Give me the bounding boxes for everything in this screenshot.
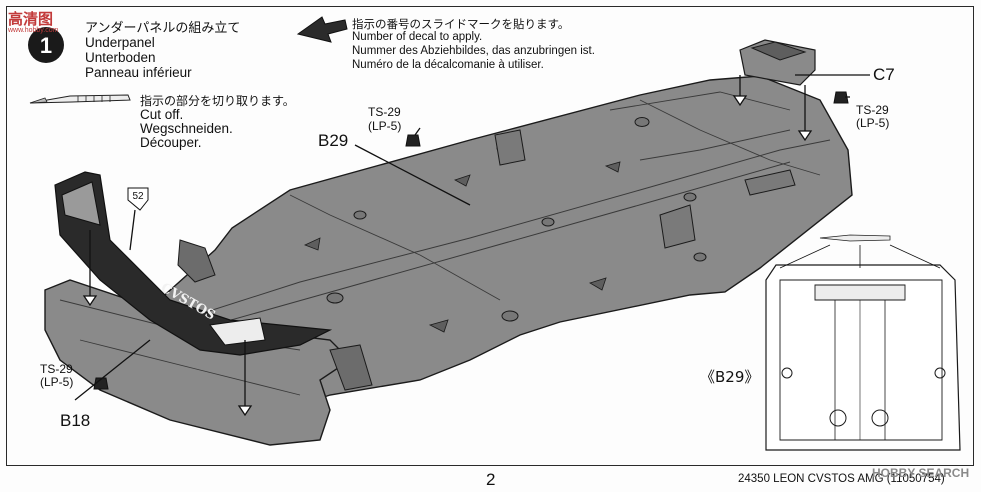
step-number: 1 (40, 33, 52, 58)
decal-note-jp: 指示の番号のスライドマークを貼ります。 (352, 17, 570, 31)
cut-note-jp: 指示の部分を切り取ります。 (140, 94, 295, 108)
label-b18: B18 (60, 411, 91, 430)
cut-note-de: Wegschneiden. (140, 121, 233, 136)
step-title-jp: アンダーパネルの組み立て (85, 21, 241, 36)
detail-view-b29 (765, 234, 961, 451)
decal-note-en: Number of decal to apply. (352, 31, 483, 43)
decal-arrow-icon (296, 16, 348, 43)
knife-icon (29, 94, 131, 104)
pin-icons (93, 91, 849, 390)
paint-ts29-b: TS-29 (856, 103, 889, 117)
watermark-top-left: 高清图 (8, 10, 54, 28)
cut-note-fr: Découper. (140, 135, 202, 150)
part-c7 (739, 39, 816, 86)
step-title-en: Underpanel (85, 35, 155, 50)
kit-info: 24350 LEON CVSTOS AMG (11050754) (738, 473, 945, 485)
paint-ts29-c: TS-29 (40, 362, 73, 376)
decal-number: 52 (132, 191, 144, 202)
paint-lp5-a: (LP-5) (368, 119, 402, 133)
step-title-de: Unterboden (85, 50, 156, 65)
label-b29: B29 (318, 131, 349, 150)
underpanel-b29 (118, 75, 853, 411)
cut-note-en: Cut off. (140, 107, 184, 122)
detail-label-b29: 《B29》 (700, 368, 760, 386)
assembly-arrows (74, 74, 870, 417)
step-title-fr: Panneau inférieur (85, 65, 192, 80)
page-number: 2 (486, 470, 496, 489)
decal-note-de: Nummer des Abziehbildes, das anzubringen… (352, 45, 595, 57)
paint-ts29-a: TS-29 (368, 105, 401, 119)
watermark-top-left-sub: www.hobby.com (8, 27, 59, 34)
step-number-badge: 1 (28, 27, 64, 63)
decal-note-fr: Numéro de la décalcomanie à utiliser. (352, 59, 544, 71)
page-frame (6, 6, 974, 466)
watermark-bottom-right: HOBBY SEARCH (872, 466, 970, 480)
paint-lp5-b: (LP-5) (856, 116, 890, 130)
decal-marker-52: 52 (127, 187, 149, 211)
label-c7: C7 (873, 65, 895, 84)
paint-lp5-c: (LP-5) (40, 375, 74, 389)
